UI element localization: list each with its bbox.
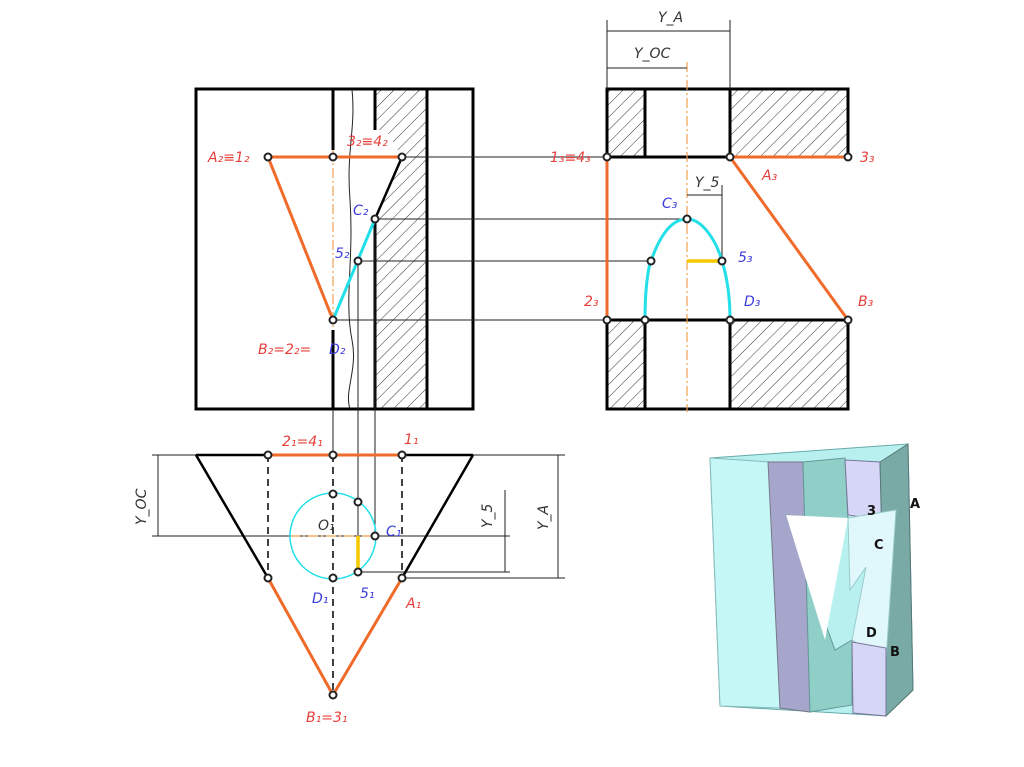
top-view: 2₁=4₁ 1₁ O₁ C₁ D₁ 5₁ A₁ B₁=3₁ Y_OC Y_5 Y…	[134, 432, 565, 726]
point	[328, 152, 338, 162]
point	[263, 573, 273, 583]
break-line	[348, 88, 354, 410]
label-d3: D₃	[744, 294, 761, 310]
point	[640, 315, 650, 325]
model-label-c: C	[874, 538, 884, 553]
point-33	[843, 152, 853, 162]
front-hatch-section	[375, 89, 427, 409]
label-53: 5₃	[738, 250, 753, 266]
point-51	[353, 567, 363, 577]
point	[725, 152, 735, 162]
label-a2: A₂≡1₂	[207, 150, 250, 166]
label-23: 2₃	[584, 294, 599, 310]
point-a1	[397, 573, 407, 583]
model-label-a: A	[910, 497, 920, 512]
label-c3: C₃	[662, 196, 678, 212]
point-b1	[328, 690, 338, 700]
hatch	[730, 320, 848, 409]
label-52: 5₂	[335, 246, 350, 262]
point	[353, 497, 363, 507]
label-a1: A₁	[405, 596, 421, 612]
outline	[194, 454, 270, 579]
section-line	[266, 577, 404, 699]
label-51: 5₁	[360, 586, 375, 602]
label-32: 3₂≡4₂	[347, 134, 388, 150]
point-d3	[725, 315, 735, 325]
model-label-d: D	[866, 626, 877, 641]
dim-label-ya: Y_A	[536, 505, 552, 530]
hatch	[607, 89, 645, 157]
point	[328, 489, 338, 499]
section-line	[728, 156, 850, 321]
model-label-3: 3	[867, 504, 876, 519]
section-line-a2-b2	[266, 156, 335, 321]
outline	[400, 454, 475, 579]
label-b2: B₂=2₂=	[258, 342, 311, 358]
point-c2	[370, 214, 380, 224]
point-23	[602, 315, 612, 325]
front-view: A₂≡1₂ 3₂≡4₂ C₂ 5₂ B₂=2₂= D₂	[194, 87, 687, 572]
point-52	[353, 256, 363, 266]
point-b2	[328, 315, 338, 325]
point-c3	[682, 214, 692, 224]
model-3d: 3 A C D B	[709, 443, 920, 718]
label-c2: C₂	[353, 203, 369, 219]
label-21: 2₁=4₁	[282, 434, 323, 450]
label-c1: C₁	[386, 524, 401, 540]
point-d1	[328, 573, 338, 583]
section-line-3-c2	[373, 156, 404, 220]
point-a2	[263, 152, 273, 162]
dim-label-ya: Y_A	[658, 10, 683, 26]
point	[646, 256, 656, 266]
dim-label-yoc: Y_OC	[634, 46, 671, 62]
point-13	[602, 152, 612, 162]
label-b1: B₁=3₁	[306, 710, 347, 726]
point-b3	[843, 315, 853, 325]
dim-label-yoc: Y_OC	[134, 488, 150, 525]
point-c1	[370, 531, 380, 541]
point-32	[397, 152, 407, 162]
label-13: 1₃≡4₃	[550, 150, 591, 166]
hatch	[730, 89, 848, 157]
point-21	[263, 450, 273, 460]
model-label-b: B	[890, 645, 900, 660]
section-curve-c2-b2	[331, 218, 377, 321]
point-11	[397, 450, 407, 460]
label-11: 1₁	[404, 432, 419, 448]
label-d1: D₁	[312, 591, 328, 607]
point-53	[717, 256, 727, 266]
point	[328, 450, 338, 460]
label-d2: D₂	[329, 342, 346, 358]
hatch	[607, 320, 645, 409]
label-b3: B₃	[858, 294, 874, 310]
side-view: Y_A Y_OC Y_5 1₃≡4₃ 3₃ A₃ C₃ 5₃ 2₃ D₃ B₃	[550, 10, 875, 412]
label-o1: O₁	[318, 518, 335, 534]
label-33: 3₃	[860, 150, 875, 166]
dim-label-y5: Y_5	[480, 503, 496, 528]
label-a3: A₃	[761, 168, 778, 184]
dim-label-y5: Y_5	[695, 175, 720, 191]
